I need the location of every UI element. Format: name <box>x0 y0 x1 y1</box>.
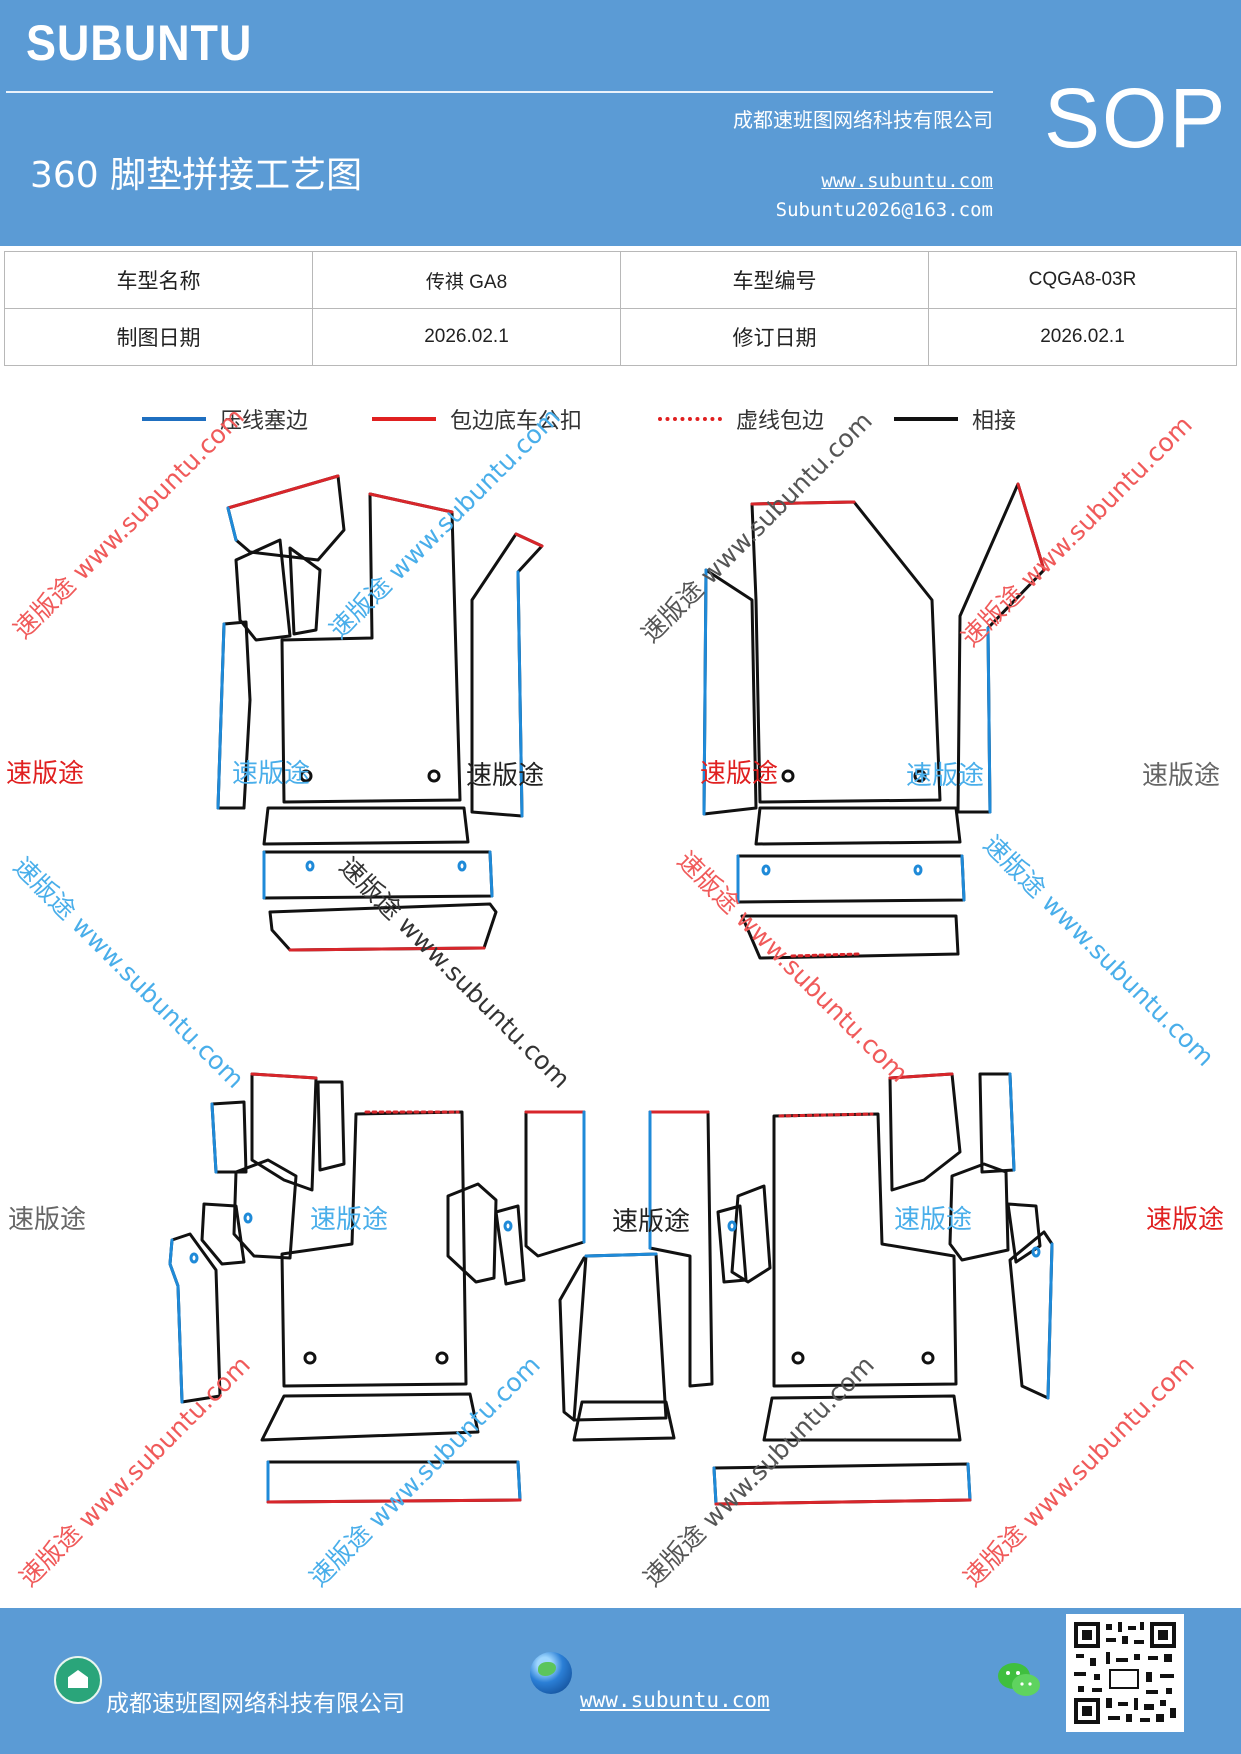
watermark: 速版途 <box>232 759 310 789</box>
vehicle-info-table: 车型名称 传祺 GA8 车型编号 CQGA8-03R 制图日期 2026.02.… <box>4 251 1237 366</box>
mat-set-bottom-left <box>168 1072 586 1504</box>
mat-set-bottom-middle <box>558 1110 714 1442</box>
value-cell: 传祺 GA8 <box>312 251 621 309</box>
watermark: 速版途 <box>894 1205 972 1235</box>
legend-item: 相接 <box>894 402 1016 436</box>
watermark-url: 速版途 www.subuntu.com <box>8 852 250 1094</box>
sop-badge: SOP <box>1044 71 1228 165</box>
home-icon <box>54 1656 102 1704</box>
legend-swatch-red-dotted <box>658 417 722 421</box>
mat-set-top-right <box>702 482 1046 960</box>
mat-set-bottom-right <box>712 1072 1054 1506</box>
watermark-url-group: 速版途 www.subuntu.com 速版途 www.subuntu.com … <box>8 402 1220 1592</box>
qr-code[interactable] <box>1066 1614 1184 1732</box>
header-company: 成都速班图网络科技有限公司 <box>733 108 993 132</box>
value-cell: 2026.02.1 <box>312 308 621 366</box>
watermark-group: 速版途 速版途 速版途 速版途 速版途 速版途 速版途 速版途 速版途 速版途 … <box>6 759 1224 1237</box>
watermark: 速版途 <box>8 1205 86 1235</box>
watermark: 速版途 <box>906 761 984 791</box>
legend-item: 压线塞边 <box>142 402 308 436</box>
watermark-url: 速版途 www.subuntu.com <box>324 402 566 644</box>
wechat-icon <box>998 1663 1040 1696</box>
watermark: 速版途 <box>6 759 84 789</box>
legend-label: 包边底车公扣 <box>450 409 583 434</box>
document-title: 360 脚垫拼接工艺图 <box>30 155 363 196</box>
watermark: 速版途 <box>1146 1205 1224 1235</box>
legend-swatch-black <box>894 417 958 421</box>
table-row: 制图日期 2026.02.1 修订日期 2026.02.1 <box>4 308 1237 366</box>
watermark-url: 速版途 www.subuntu.com <box>334 852 576 1094</box>
legend-swatch-red <box>372 417 436 421</box>
brand-logo: SUBUNTU <box>26 15 253 71</box>
label-cell: 车型编号 <box>620 251 929 309</box>
legend-item: 包边底车公扣 <box>372 402 582 436</box>
footer-website-link[interactable]: www.subuntu.com <box>580 1688 770 1712</box>
footer: 成都速班图网络科技有限公司 www.subuntu.com <box>0 1608 1241 1754</box>
label-cell: 制图日期 <box>4 308 313 366</box>
watermark: 速版途 <box>310 1205 388 1235</box>
legend-label: 压线塞边 <box>220 409 309 434</box>
watermark: 速版途 <box>466 761 544 791</box>
watermark-url: 速版途 www.subuntu.com <box>638 1350 880 1592</box>
value-cell: 2026.02.1 <box>928 308 1237 366</box>
value-cell: CQGA8-03R <box>928 251 1237 309</box>
watermark-url: 速版途 www.subuntu.com <box>958 1350 1200 1592</box>
watermark-url: 速版途 www.subuntu.com <box>14 1350 256 1592</box>
footer-company: 成都速班图网络科技有限公司 <box>106 1691 405 1717</box>
watermark: 速版途 <box>700 759 778 789</box>
legend-swatch-blue <box>142 417 206 421</box>
watermark: 速版途 <box>1142 761 1220 791</box>
header: SUBUNTU 360 脚垫拼接工艺图 成都速班图网络科技有限公司 www.su… <box>0 0 1241 246</box>
mat-set-top-left <box>216 474 544 952</box>
legend-label: 虚线包边 <box>736 409 825 434</box>
header-website-link[interactable]: www.subuntu.com <box>821 170 993 192</box>
label-cell: 车型名称 <box>4 251 313 309</box>
watermark: 速版途 <box>612 1207 690 1237</box>
label-cell: 修订日期 <box>620 308 929 366</box>
globe-icon <box>530 1652 572 1694</box>
legend-label: 相接 <box>972 409 1017 434</box>
table-row: 车型名称 传祺 GA8 车型编号 CQGA8-03R <box>4 251 1237 309</box>
watermark-url: 速版途 www.subuntu.com <box>8 402 250 644</box>
header-divider <box>6 91 993 93</box>
header-email: Subuntu2026@163.com <box>775 199 993 221</box>
watermark-url: 速版途 www.subuntu.com <box>672 846 914 1088</box>
watermark-url: 速版途 www.subuntu.com <box>978 830 1220 1072</box>
watermark-url: 速版途 www.subuntu.com <box>956 410 1198 652</box>
legend-item: 虚线包边 <box>658 402 824 436</box>
